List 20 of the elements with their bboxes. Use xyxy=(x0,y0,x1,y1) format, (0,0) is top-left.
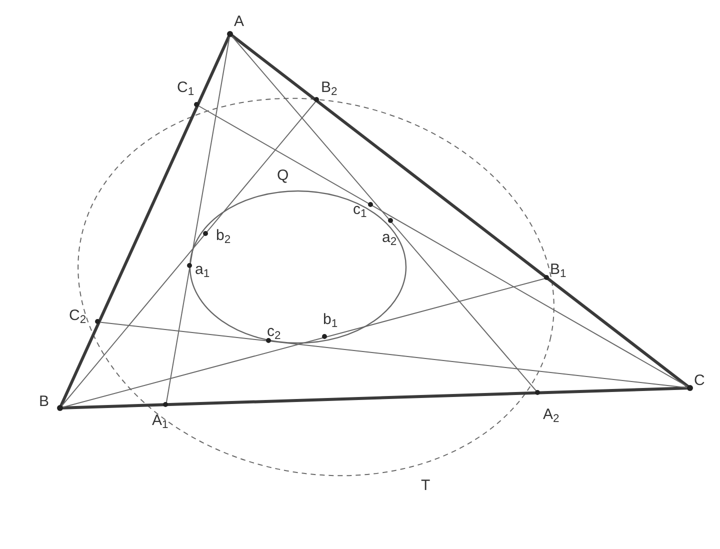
point-label: A$_{1}$ xyxy=(152,413,168,428)
point-label: A xyxy=(234,14,244,29)
point-label: B$_{2}$ xyxy=(321,80,338,95)
point-label: B xyxy=(39,394,50,409)
point-label: a$_{2}$ xyxy=(382,230,397,245)
point-label: B$_{1}$ xyxy=(550,262,566,277)
point-label: A$_{2}$ xyxy=(543,407,560,422)
line-segment xyxy=(230,34,538,394)
point-label: b$_{1}$ xyxy=(323,312,338,327)
point-label: c$_{1}$ xyxy=(353,202,367,217)
point-label: C$_{2}$ xyxy=(69,308,86,323)
point-label: C xyxy=(694,373,705,388)
line-segment xyxy=(60,100,318,408)
point-label: a$_{1}$ xyxy=(195,262,210,277)
line-segment xyxy=(196,104,690,388)
curve-label: Q xyxy=(277,168,289,183)
point-label: b$_{2}$ xyxy=(216,228,231,243)
curve-label: T xyxy=(421,478,430,493)
point-label: C$_{1}$ xyxy=(177,80,194,95)
point-label: c$_{2}$ xyxy=(267,324,281,339)
